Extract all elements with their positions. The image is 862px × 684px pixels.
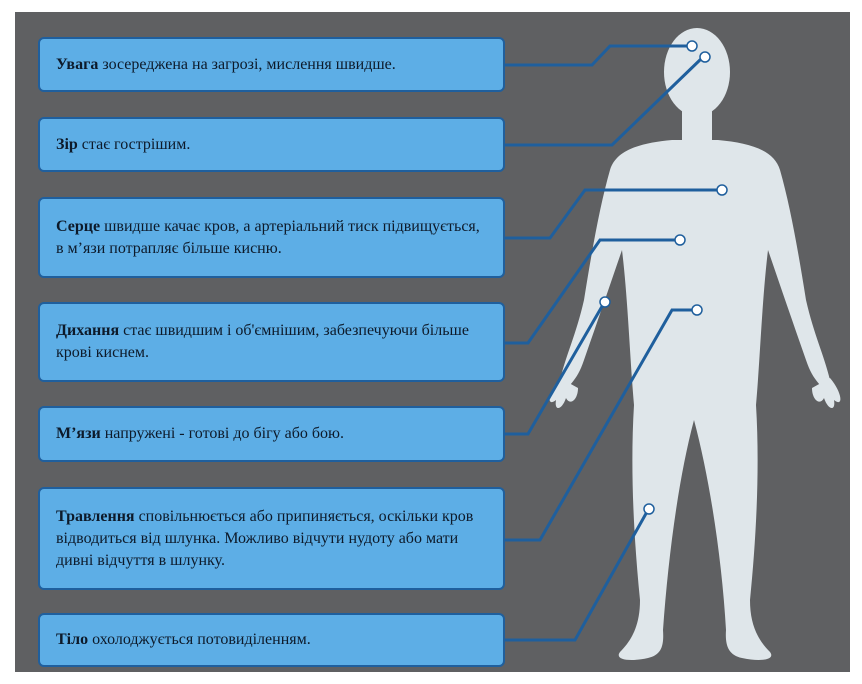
- anchor-dot-heart: [717, 185, 727, 195]
- callout-vision: Зір стає гострішим.: [38, 117, 505, 172]
- callout-title: Травлення: [56, 508, 135, 525]
- connector-attention: [505, 46, 690, 65]
- callout-breathing: Дихання стає швидшим і об'ємнішим, забез…: [38, 302, 505, 382]
- anchor-dot-leg: [644, 504, 654, 514]
- callout-attention: Увага зосереджена на загрозі, мислення ш…: [38, 37, 505, 92]
- callout-muscles: М’язи напружені - готові до бігу або бою…: [38, 406, 505, 462]
- callout-text: Зір стає гострішим.: [56, 134, 190, 156]
- callout-text: Тіло охолоджується потовиділенням.: [56, 629, 311, 651]
- connector-body: [505, 510, 648, 640]
- anchor-dot-eye: [700, 52, 710, 62]
- callout-description: стає гострішим.: [78, 136, 191, 153]
- callout-description: охолоджується потовиділенням.: [88, 631, 311, 648]
- callout-text: Увага зосереджена на загрозі, мислення ш…: [56, 54, 396, 76]
- callout-title: М’язи: [56, 425, 101, 442]
- anchor-dot-lungs: [675, 235, 685, 245]
- callout-text: М’язи напружені - готові до бігу або бою…: [56, 423, 344, 445]
- anchor-dot-stomach: [692, 305, 702, 315]
- callout-heart: Серце швидше качає кров, а артеріальний …: [38, 197, 505, 278]
- callout-text: Дихання стає швидшим і об'ємнішим, забез…: [56, 320, 487, 364]
- anchor-dot-arm: [600, 297, 610, 307]
- callout-title: Серце: [56, 218, 100, 235]
- callout-title: Дихання: [56, 322, 119, 339]
- callout-text: Серце швидше качає кров, а артеріальний …: [56, 216, 487, 260]
- callout-title: Зір: [56, 136, 78, 153]
- callout-title: Увага: [56, 56, 98, 73]
- human-silhouette: [550, 28, 841, 660]
- callout-title: Тіло: [56, 631, 88, 648]
- callout-description: зосереджена на загрозі, мислення швидше.: [98, 56, 395, 73]
- callout-text: Травлення сповільнюється або припиняєтьс…: [56, 506, 487, 572]
- callout-digestion: Травлення сповільнюється або припиняєтьс…: [38, 487, 505, 590]
- callout-description: швидше качає кров, а артеріальний тиск п…: [56, 218, 480, 257]
- callout-description: напружені - готові до бігу або бою.: [101, 425, 344, 442]
- anchor-dot-head: [687, 41, 697, 51]
- callout-body: Тіло охолоджується потовиділенням.: [38, 613, 505, 667]
